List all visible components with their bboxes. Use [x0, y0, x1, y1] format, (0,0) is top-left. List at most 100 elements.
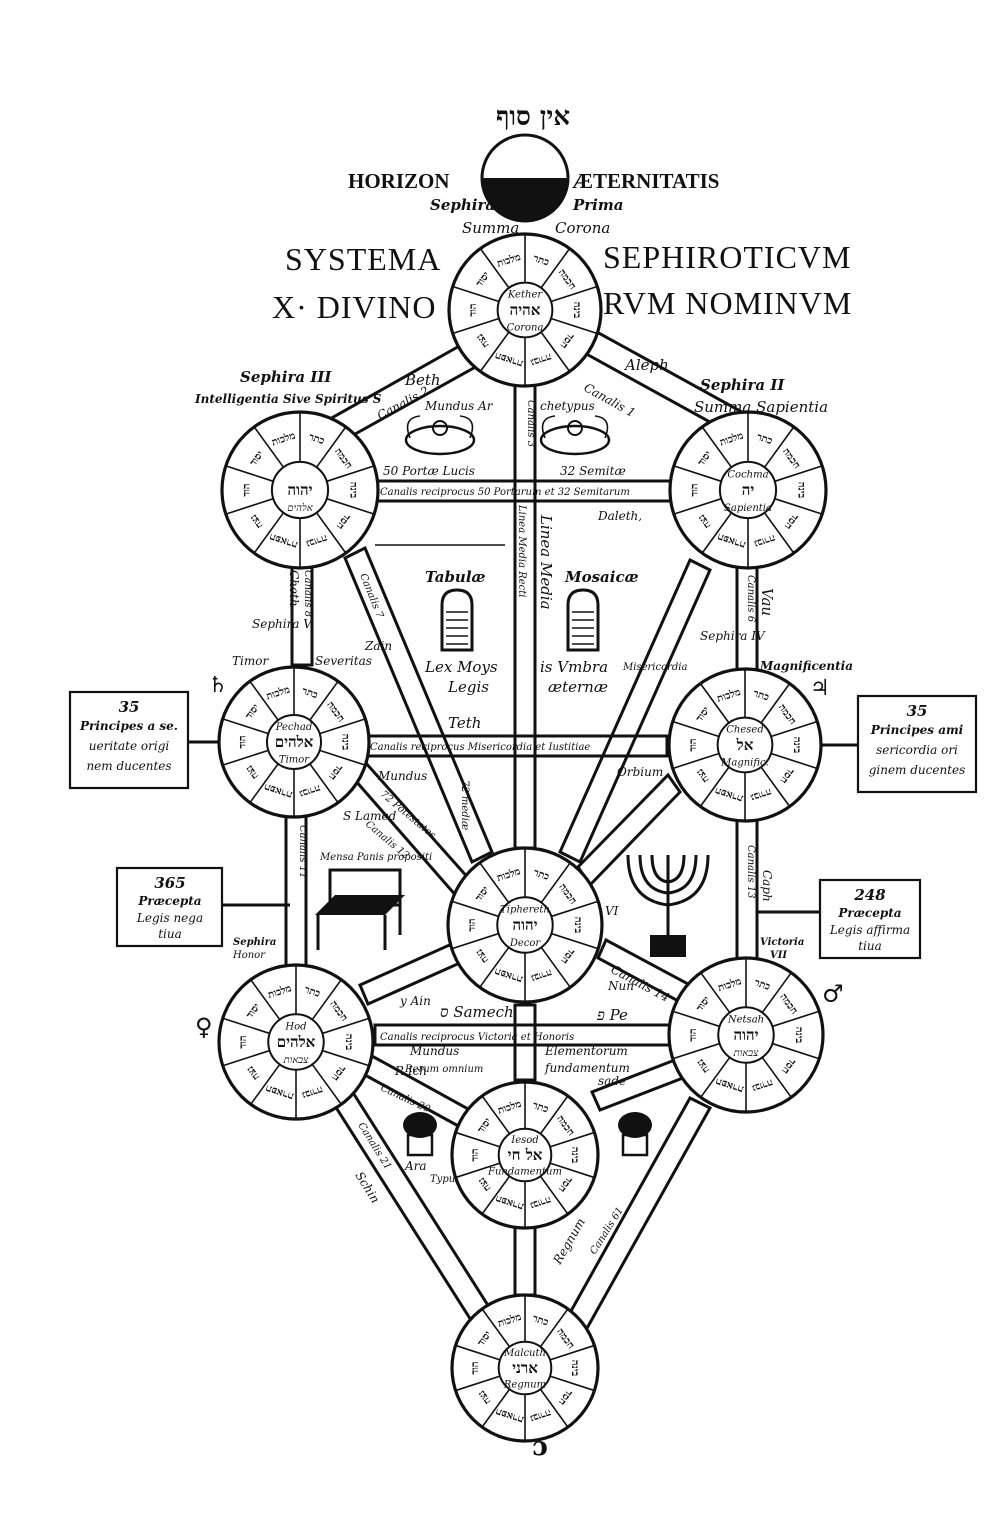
- ring-word: הוד: [468, 303, 479, 316]
- ring-word: בינה: [348, 482, 359, 499]
- ring-word: בינה: [569, 1360, 580, 1377]
- cheth-label: Cheth: [287, 570, 301, 607]
- tabulae-label: Tabulæ: [425, 568, 486, 586]
- sephira-ii-title: Sephira II: [700, 376, 785, 394]
- sephira-divine-name: יה: [742, 481, 755, 499]
- lex-moysis-label: Lex Moys: [424, 658, 498, 676]
- semitae-label: 32 Semitæ: [560, 464, 626, 478]
- table-showbread-icon: [315, 868, 405, 950]
- canalis-11-label: Canalis 11: [297, 825, 308, 878]
- svg-text:ginem ducentes: ginem ducentes: [869, 763, 966, 777]
- title-sephiroticum: SEPHIROTICVM: [603, 239, 851, 275]
- ring-word: בינה: [796, 482, 807, 499]
- box-right-upper: 35 Principes ami sericordia ori ginem du…: [822, 694, 978, 794]
- sephira-iii-title: Sephira III: [240, 368, 332, 386]
- fundamentum-label: fundamentum: [544, 1061, 630, 1075]
- ring-word: כתר: [532, 867, 551, 882]
- ring-word: הוד: [688, 1028, 699, 1041]
- sephira-subtitle: Corona: [507, 323, 544, 334]
- ring-word: הוד: [238, 735, 249, 748]
- svg-text:sericordia ori: sericordia ori: [876, 743, 958, 757]
- ring-word: בינה: [343, 1034, 354, 1051]
- canalis-20-label: Canalis 20: [379, 1083, 433, 1116]
- ain-label: y Ain: [399, 994, 431, 1008]
- canalis-13-label: Canalis 13: [745, 845, 756, 898]
- sephira-latin-name: Pechad: [275, 722, 313, 733]
- sephira-latin-name: Cochma: [727, 469, 768, 480]
- sephira-subtitle: צבאות: [283, 1055, 309, 1066]
- ring-word: כתר: [753, 977, 772, 992]
- reciprocus-3-label: Canalis reciprocus Victoria et Honoris: [380, 1032, 574, 1043]
- nun-label: Nun: [607, 979, 634, 993]
- ring-word: בינה: [791, 737, 802, 754]
- svg-text:Legis nega: Legis nega: [136, 911, 203, 925]
- svg-text:35: 35: [907, 702, 928, 720]
- ring-word: כתר: [303, 984, 322, 999]
- sephira-vi-label: VI: [605, 904, 619, 918]
- ring-word: כתר: [531, 1100, 550, 1115]
- sephira-divine-name: אל: [736, 736, 754, 754]
- victoria-label: Victoria: [760, 937, 804, 948]
- legis-label: Legis: [447, 678, 489, 696]
- jupiter-symbol-icon: ♃: [810, 676, 830, 701]
- svg-text:nem ducentes: nem ducentes: [86, 759, 171, 773]
- resh-label: R Ich: [394, 1064, 427, 1078]
- orbium-label: Orbium: [617, 765, 663, 779]
- sephira-chesed: כתרחכמהבינהחסדגבורהתפארתנצחהודיסודמלכותC…: [667, 667, 823, 823]
- svg-text:Præcepta: Præcepta: [137, 894, 201, 908]
- sephira-latin-name: Netsah: [727, 1015, 764, 1026]
- channel-yesod-malkuth: [513, 1223, 537, 1297]
- sephira-subtitle: Sapientia: [724, 503, 772, 514]
- sephira-tiphereth: כתרחכמהבינהחסדגבורהתפארתנצחהודיסודמלכותT…: [446, 846, 604, 1004]
- venus-symbol-icon: ♀: [195, 1013, 213, 1041]
- sephira-malkuth: כתרחכמהבינהחסדגבורהתפארתנצחהודיסודמלכותM…: [450, 1293, 600, 1443]
- honor-label: Honor: [232, 950, 266, 961]
- elementorum-label: Elementorum: [544, 1044, 628, 1058]
- sephiroth-discs: כתרחכמהבינהחסדגבורהתפארתנצחהודיסודמלכותK…: [217, 232, 828, 1443]
- sephira-latin-name: Iesod: [510, 1135, 538, 1146]
- menorah-icon: [626, 854, 710, 957]
- ring-word: הוד: [238, 1035, 249, 1048]
- hebrew-ein-soph: אין סוף: [496, 102, 570, 132]
- sephira-hod: כתרחכמהבינהחסדגבורהתפארתנצחהודיסודמלכותH…: [217, 963, 375, 1121]
- sephira-divine-name: אלהים: [277, 1033, 316, 1051]
- title-rum-nominum: RVM NOMINVM: [603, 285, 852, 321]
- mosaicae-label: Mosaicæ: [564, 568, 639, 586]
- mars-symbol-icon: ♂: [822, 980, 844, 1008]
- sephira-geburah: כתרחכמהבינהחסדגבורהתפארתנצחהודיסודמלכותP…: [217, 665, 371, 819]
- sephira-latin-name: Hod: [284, 1022, 306, 1033]
- ring-word: בינה: [572, 917, 583, 934]
- sephira-subtitle: אלהים: [287, 502, 313, 514]
- daleth-label: Daleth,: [597, 509, 642, 523]
- sephira-keter: כתרחכמהבינהחסדגבורהתפארתנצחהודיסודמלכותK…: [447, 232, 603, 388]
- ring-word: בינה: [569, 1147, 580, 1164]
- sephira-divine-name: אלהים: [275, 733, 314, 751]
- svg-text:Præcepta: Præcepta: [837, 906, 901, 920]
- ring-word: כתר: [531, 1313, 550, 1328]
- title-systema: SYSTEMA: [285, 241, 441, 277]
- horizon-aeternitatis-globe: [480, 133, 570, 223]
- ring-word: כתר: [307, 432, 326, 447]
- caph-label: Caph: [760, 870, 774, 902]
- ring-word: בינה: [340, 734, 351, 751]
- sephira-divine-name: יהוה: [733, 1026, 758, 1044]
- timor-label: Timor: [232, 654, 269, 668]
- magnificentia-label: Magnificentia: [759, 659, 853, 673]
- saturn-symbol-icon: ♄: [208, 673, 228, 698]
- sephira-vii-label: VII: [770, 950, 787, 961]
- sephira-divine-name: אל חי: [508, 1146, 543, 1164]
- svg-text:tiua: tiua: [858, 939, 882, 953]
- sephira-latin-name: Malcuth: [503, 1348, 546, 1359]
- canalis-6-label: Canalis 6: [745, 575, 756, 623]
- ring-word: הוד: [470, 1361, 481, 1374]
- pe-label: פ Pe: [596, 1006, 628, 1024]
- svg-text:35: 35: [119, 698, 140, 716]
- media-72-label: 72 mediæ: [459, 780, 470, 830]
- porta-lucis-label: 50 Portæ Lucis: [383, 464, 475, 478]
- canalis-3-label: Canalis 3: [525, 400, 536, 447]
- linea-media-label: Linea Media: [537, 514, 555, 610]
- sephira-latin-name: Chesed: [726, 725, 763, 736]
- svg-text:Legis affirma: Legis affirma: [829, 923, 910, 937]
- is-umbra-label: is Vmbra: [540, 658, 608, 676]
- sephira-subtitle: Fundamentum: [487, 1167, 562, 1178]
